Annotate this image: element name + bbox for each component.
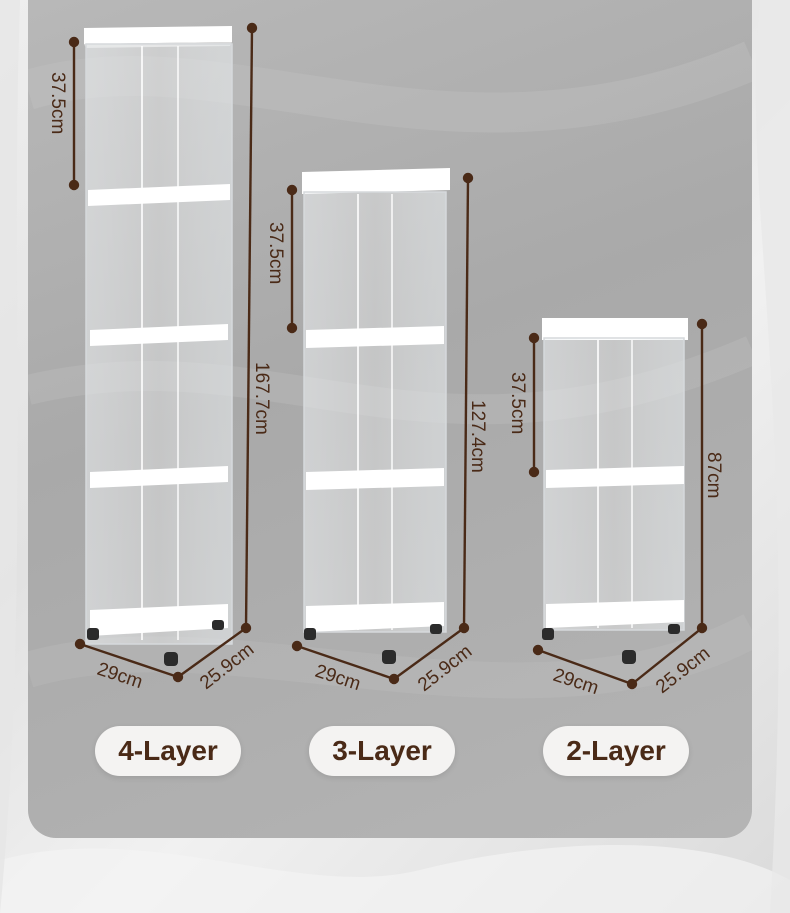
dimensions-4-layer	[68, 22, 258, 683]
dimensions-2-layer	[528, 318, 708, 690]
total-height-label-3: 127.4cm	[467, 400, 488, 473]
total-height-label-2: 87cm	[703, 452, 724, 498]
cabinet-4-layer	[84, 26, 233, 666]
model-label-2-layer: 2-Layer	[543, 726, 689, 776]
layer-height-label-4: 37.5cm	[47, 72, 68, 134]
cabinet-2-layer	[542, 318, 688, 664]
layer-height-label-3: 37.5cm	[265, 222, 286, 284]
cabinet-3-layer	[302, 168, 450, 664]
layer-height-label-2: 37.5cm	[507, 372, 528, 434]
model-label-4-layer: 4-Layer	[95, 726, 241, 776]
dimensions-3-layer	[286, 172, 474, 685]
depth-label-3: 25.9cm	[414, 641, 476, 696]
model-label-3-layer: 3-Layer	[309, 726, 455, 776]
depth-label-2: 25.9cm	[652, 643, 714, 698]
depth-label-4: 25.9cm	[196, 639, 258, 694]
total-height-label-4: 167.7cm	[251, 362, 272, 435]
